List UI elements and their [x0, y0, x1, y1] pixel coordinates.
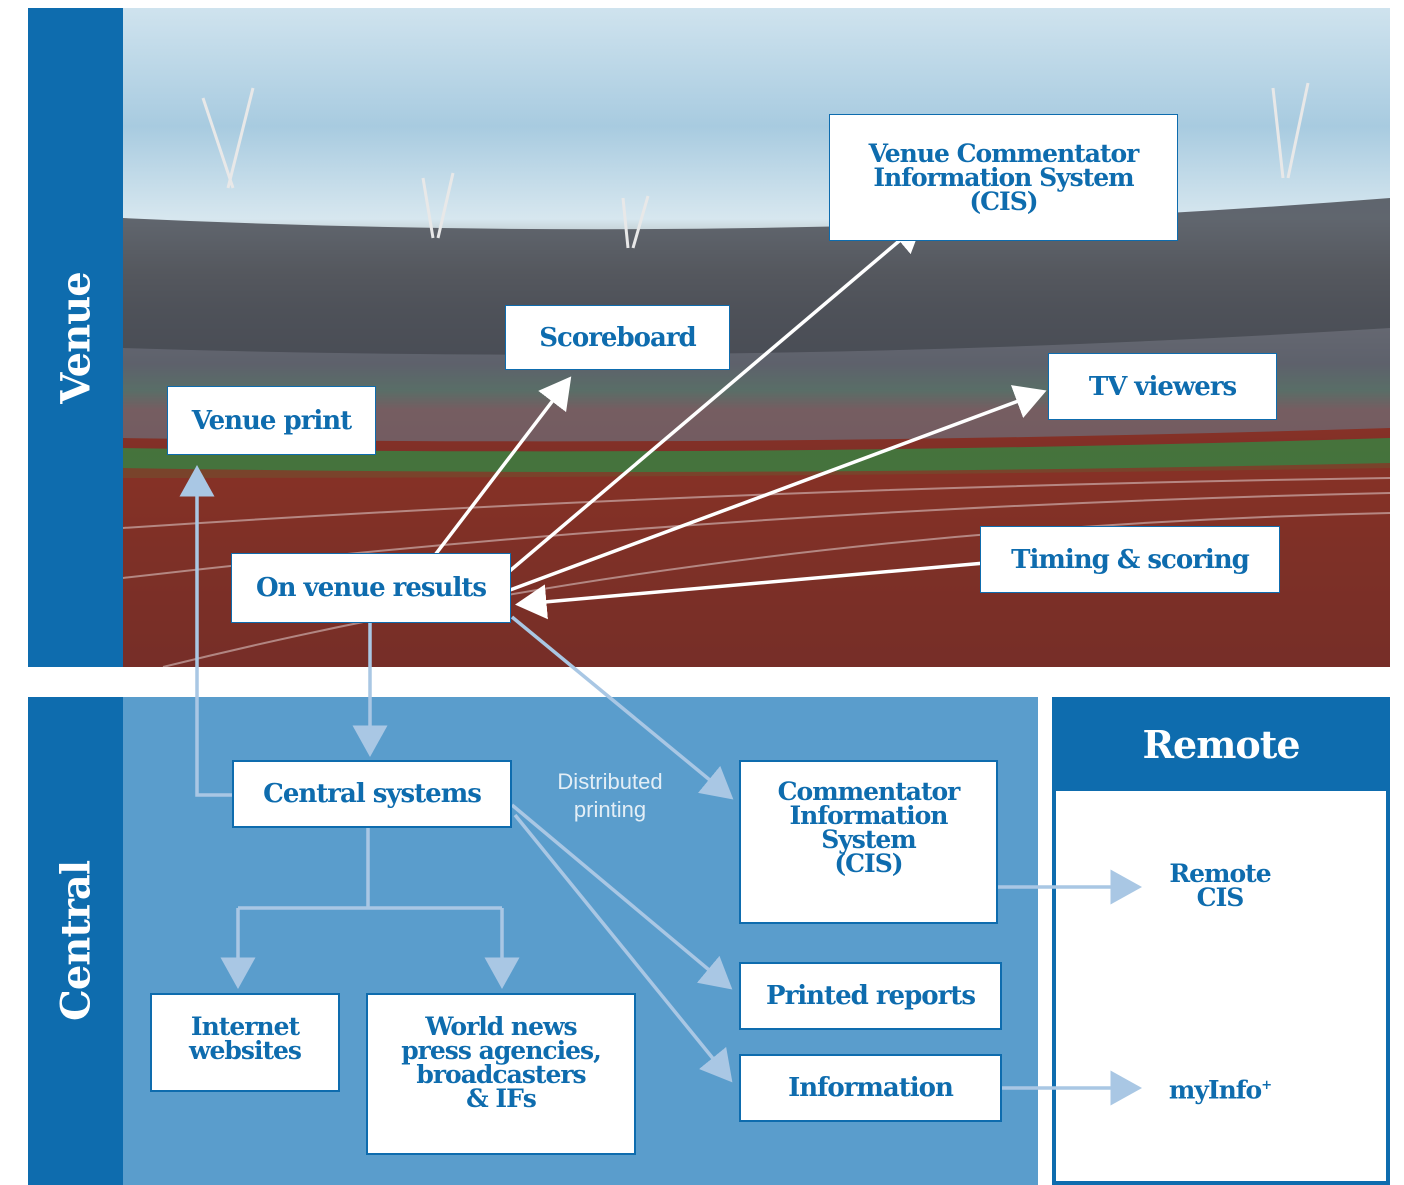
arrow-to-scoreboard [433, 376, 572, 557]
printed-reports-label: Printed reports [766, 981, 976, 1011]
venue-cis-line-1: Venue Commentator [868, 138, 1140, 168]
remote-title: Remote [1052, 697, 1390, 791]
cis-line-3: System [821, 825, 917, 854]
remote-cis-line-1: Remote [1169, 859, 1271, 888]
central-systems-label: Central systems [263, 779, 482, 809]
venue-sidebar: Venue [28, 8, 123, 667]
tv-viewers-box: TV viewers [1048, 353, 1277, 420]
tv-viewers-label: TV viewers [1088, 371, 1237, 402]
cis-line-4: (CIS) [834, 849, 903, 878]
myinfo-superscript: + [1261, 1078, 1272, 1093]
world-news-line-3: broadcasters [416, 1060, 586, 1089]
world-news-line-2: press agencies, [401, 1036, 602, 1065]
distributed-printing-label: Distributed printing [530, 768, 690, 824]
world-news-box: World news press agencies, broadcasters … [366, 993, 636, 1155]
arrow-to-venue-cis [503, 220, 924, 577]
venue-print-box: Venue print [167, 386, 376, 455]
myinfo-label: myInfo+ [1140, 1074, 1300, 1102]
world-news-line-4: & IFs [466, 1084, 537, 1113]
arrow-to-printed-reports [510, 803, 733, 990]
printed-reports-box: Printed reports [739, 962, 1002, 1030]
world-news-line-1: World news [425, 1012, 577, 1041]
scoreboard-box: Scoreboard [505, 305, 730, 370]
internet-websites-line-1: Internet [190, 1012, 300, 1041]
remote-cis-line-2: CIS [1196, 883, 1245, 912]
arrow-to-information [513, 813, 733, 1083]
cis-line-1: Commentator [777, 777, 961, 806]
information-box: Information [739, 1054, 1002, 1122]
arrow-to-cis [510, 615, 734, 800]
internet-websites-box: Internet websites [150, 993, 340, 1092]
distributed-printing-line-1: Distributed [557, 769, 663, 794]
myinfo-text: myInfo [1168, 1075, 1262, 1105]
information-label: Information [788, 1073, 954, 1103]
central-arrows [179, 465, 1142, 1106]
cis-box: Commentator Information System (CIS) [739, 760, 998, 924]
timing-scoring-box: Timing & scoring [980, 526, 1280, 593]
remote-cis-label: Remote CIS [1140, 859, 1300, 912]
arrow-to-tv-viewers [509, 385, 1047, 592]
timing-scoring-label: Timing & scoring [1011, 544, 1250, 575]
distributed-printing-line-2: printing [573, 797, 647, 822]
venue-cis-line-3: (CIS) [969, 186, 1038, 216]
cis-line-2: Information [789, 801, 948, 830]
on-venue-results-box: On venue results [231, 553, 511, 623]
arrow-from-timing [515, 561, 986, 620]
scoreboard-label: Scoreboard [539, 322, 696, 353]
on-venue-results-label: On venue results [256, 573, 487, 603]
venue-print-label: Venue print [191, 405, 352, 436]
venue-cis-box: Venue Commentator Information System (CI… [829, 114, 1178, 241]
arrow-to-venue-print [179, 465, 232, 797]
central-sidebar: Central [28, 697, 123, 1185]
venue-arrows [433, 220, 1047, 620]
central-systems-box: Central systems [232, 760, 512, 828]
internet-websites-line-2: websites [188, 1036, 302, 1065]
venue-cis-line-2: Information System [873, 162, 1134, 192]
